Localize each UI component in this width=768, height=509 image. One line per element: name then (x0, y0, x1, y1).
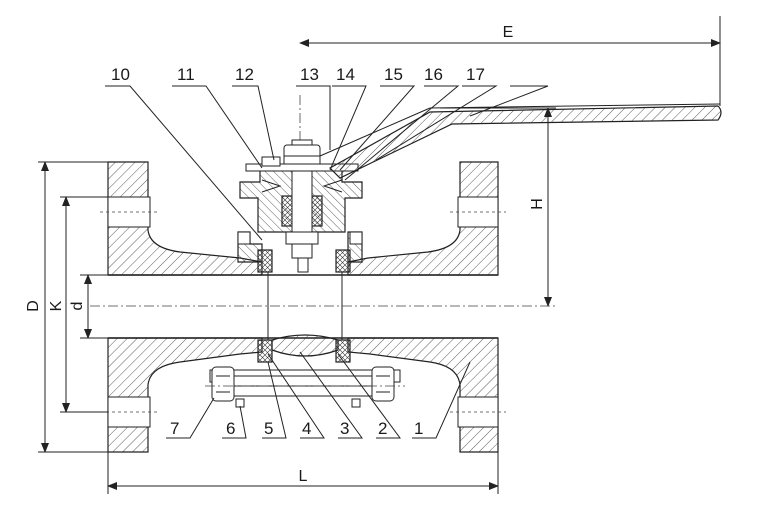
valve-body (90, 161, 555, 453)
part-label-15: 16 (424, 65, 443, 84)
dim-d-label: d (69, 302, 86, 311)
dim-E-label: E (503, 24, 514, 41)
part-label-5: 5 (264, 419, 273, 438)
leader-lines (105, 85, 549, 439)
bolt-left-nut (211, 366, 235, 402)
part-label-11: 12 (235, 65, 254, 84)
dim-D-label: D (25, 300, 42, 312)
part-label-6: 6 (226, 419, 235, 438)
part-label-8: 10 (111, 65, 130, 84)
seat-lower-left (257, 339, 273, 363)
dim-K-label: K (48, 300, 65, 311)
part-label-14: 15 (384, 65, 403, 84)
stem-assembly (239, 95, 363, 273)
part-label-2: 2 (378, 419, 387, 438)
part-label-4: 4 (302, 419, 311, 438)
ball (267, 272, 343, 340)
seat-upper-left (257, 249, 273, 273)
dimensions: E H D K d L (25, 16, 721, 494)
part-label-16: 17 (466, 65, 485, 84)
dim-L-label: L (299, 468, 308, 485)
handle-lever (329, 105, 722, 179)
bolt-right-nut (371, 366, 395, 402)
dim-H-label: H (529, 198, 546, 210)
seat-upper-right (335, 249, 351, 273)
part-label-12: 13 (300, 65, 319, 84)
part-labels: 10 11 12 13 14 15 16 17 7 6 5 4 3 2 1 (111, 65, 485, 438)
part-label-10: 11 (177, 65, 195, 84)
part-label-3: 3 (340, 419, 349, 438)
handle (319, 103, 722, 179)
part-label-1: 1 (414, 419, 423, 438)
part-label-7: 7 (170, 419, 179, 438)
part-label-13: 14 (336, 65, 355, 84)
